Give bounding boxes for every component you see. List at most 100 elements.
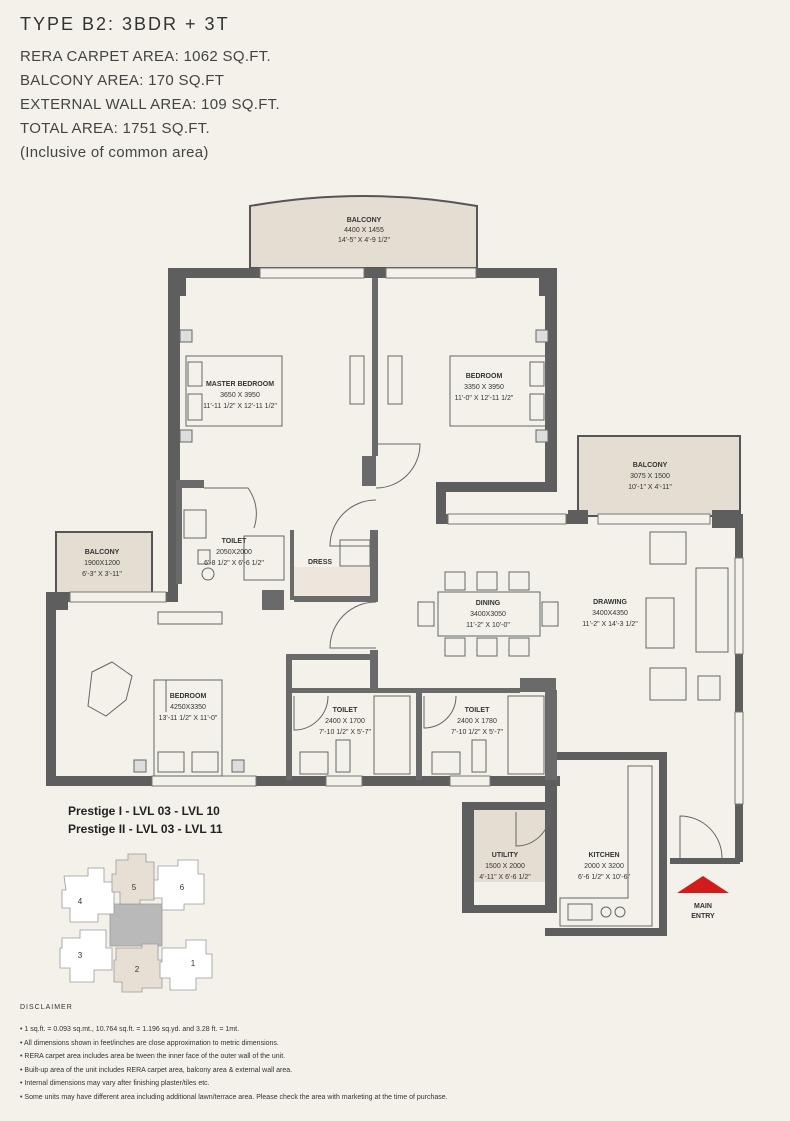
basin — [431, 751, 461, 775]
bedroom-2-imperial: 11'-0" X 12'-11 1/2" — [455, 395, 514, 402]
window — [597, 513, 711, 525]
balcony-right-imperial: 10'-1" X 4'-11" — [628, 484, 672, 491]
wall — [436, 482, 446, 522]
wall — [545, 752, 667, 760]
kitchen-counter — [559, 765, 653, 927]
hob — [614, 906, 626, 918]
kitchen-name: KITCHEN — [588, 852, 619, 859]
bedside-table — [179, 329, 193, 343]
balcony-top-imperial: 14'-5" X 4'-9 1/2" — [338, 237, 391, 244]
master-bedroom-metric: 3650 X 3950 — [220, 392, 260, 399]
wardrobe — [349, 355, 365, 405]
pillow — [529, 361, 545, 387]
wall — [462, 802, 474, 912]
wall — [46, 776, 560, 786]
wall — [462, 802, 557, 810]
level-prestige-1: Prestige I - LVL 03 - LVL 10 — [68, 804, 220, 818]
keyplan-tower-1 — [159, 939, 213, 991]
partition-wall — [545, 690, 557, 780]
wall — [670, 858, 740, 864]
door — [423, 695, 457, 729]
dress-name: DRESS — [308, 559, 332, 566]
dress-floor — [292, 567, 370, 597]
disclaimer-item: RERA carpet area includes area be tween … — [20, 1050, 448, 1064]
dining-chair — [444, 571, 466, 591]
balcony-left-imperial: 6'-3" X 3'-11" — [82, 571, 122, 578]
main-entry-label: MAIN — [694, 903, 712, 910]
bedroom-2-name: BEDROOM — [466, 373, 503, 380]
wall — [545, 268, 557, 490]
balcony-right-name: BALCONY — [633, 462, 668, 469]
dining-chair — [476, 571, 498, 591]
window — [734, 711, 744, 805]
partition-wall — [286, 654, 378, 660]
area-note: (Inclusive of common area) — [20, 144, 209, 161]
partition-wall — [520, 678, 556, 692]
balcony-left-area — [55, 531, 153, 595]
toilet-3-imperial: 7'-10 1/2" X 5'-7" — [451, 729, 504, 736]
partition-wall — [176, 484, 182, 584]
drawing-metric: 3400X4350 — [592, 610, 628, 617]
kitchen-imperial: 6'-6 1/2" X 10'-6" — [578, 874, 631, 881]
toilet-1-name: TOILET — [222, 538, 247, 545]
wardrobe — [387, 355, 403, 405]
toilet-3-metric: 2400 X 1780 — [457, 718, 497, 725]
door — [293, 695, 329, 731]
column — [568, 510, 588, 524]
main-entry-arrow — [677, 876, 729, 893]
window — [259, 267, 365, 279]
partition-wall — [370, 530, 378, 602]
balcony-left-metric: 1900X1200 — [84, 560, 120, 567]
balcony-left-name: BALCONY — [85, 549, 120, 556]
partition-wall — [176, 480, 204, 488]
door — [375, 443, 421, 489]
unit-type-title: TYPE B2: 3BDR + 3T — [20, 14, 230, 34]
balcony-top-name: BALCONY — [347, 217, 382, 224]
partition-wall — [294, 596, 378, 602]
pillow — [191, 751, 219, 773]
partition-wall — [362, 456, 376, 486]
partition-wall — [420, 688, 520, 693]
rera-carpet-area: RERA CARPET AREA: 1062 SQ.FT. — [20, 48, 272, 65]
bedside-table — [179, 429, 193, 443]
disclaimer-item: All dimensions shown in feet/inches are … — [20, 1037, 448, 1051]
disclaimer-item: Some units may have different area inclu… — [20, 1091, 447, 1105]
pillow — [187, 393, 203, 421]
bedroom-2-metric: 3350 X 3950 — [464, 384, 504, 391]
disclaimer-item: Built-up area of the unit includes RERA … — [20, 1064, 448, 1078]
bedside-table — [231, 759, 245, 773]
toilet-bowl — [201, 567, 215, 581]
total-area: TOTAL AREA: 1751 SQ.FT. — [20, 120, 211, 137]
disclaimer-title: DISCLAIMER — [20, 1004, 73, 1011]
kitchen-metric: 2000 X 3200 — [584, 863, 624, 870]
utility-metric: 1500 X 2000 — [485, 863, 525, 870]
external-wall-area: EXTERNAL WALL AREA: 109 SQ.FT. — [20, 96, 280, 113]
bed — [153, 679, 223, 777]
keyplan-label-5: 5 — [132, 883, 137, 892]
dining-chair — [444, 637, 466, 657]
dining-chair — [541, 601, 559, 627]
keyplan-tower-2 — [113, 943, 163, 993]
keyplan-label-6: 6 — [180, 883, 185, 892]
bedroom-3-imperial: 13'-11 1/2" X 11'-0" — [159, 715, 218, 722]
partition-wall — [290, 530, 294, 600]
utility-floor — [470, 810, 545, 882]
toilet-2-name: TOILET — [333, 707, 358, 714]
disclaimer-item: 1 sq.ft. = 0.093 sq.mt., 10.764 sq.ft. =… — [20, 1023, 448, 1037]
utility-imperial: 4'-11" X 6'-6 1/2" — [479, 874, 531, 881]
wall — [436, 482, 557, 492]
bedside-table — [535, 429, 549, 443]
side-table — [697, 675, 721, 701]
window — [447, 513, 567, 525]
utility-name: UTILITY — [492, 852, 519, 859]
keyplan-tower-4 — [61, 867, 115, 923]
door — [679, 815, 723, 859]
sink — [567, 903, 593, 921]
bedroom-3-metric: 4250X3350 — [170, 704, 206, 711]
sofa — [695, 567, 729, 653]
disclaimer-list: 1 sq.ft. = 0.093 sq.mt., 10.764 sq.ft. =… — [20, 1023, 448, 1104]
bed — [185, 355, 283, 427]
disclaimer-item: Internal dimensions may vary after finis… — [20, 1077, 448, 1091]
keyplan-label-2: 2 — [135, 965, 140, 974]
bedroom-3-name: BEDROOM — [170, 693, 207, 700]
